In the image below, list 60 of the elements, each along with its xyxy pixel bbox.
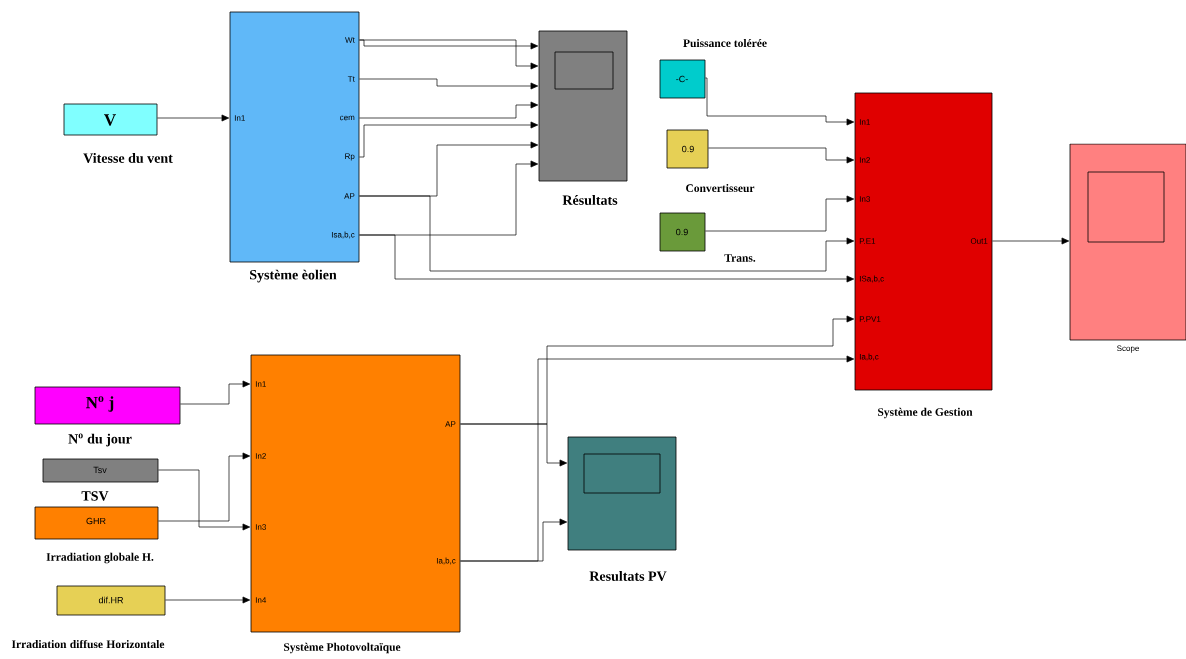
port-label: P.E1 [859,238,876,244]
signal-line [157,114,230,122]
block-caption: Irradiation globale H. [46,552,154,564]
signal-line [460,423,568,467]
port-label: In2 [255,453,266,459]
port-label: Ia,b,c [859,353,879,361]
port-label: Ia,b,c [437,557,456,565]
signal-line [359,78,539,90]
block-caption: Convertisseur [686,183,755,193]
block-value: 0.9 [676,228,688,236]
port-label: Scope [1117,345,1139,353]
block-value: -C- [676,75,688,83]
block-caption: Trans. [724,254,756,262]
signal-line [705,77,855,126]
signal-line [359,39,539,70]
port-label: P.PV1 [859,316,881,322]
signal-line [359,121,539,158]
block-caption: Vitesse du vent [83,153,173,163]
port-label: cem [340,115,355,121]
port-label: Rp [345,153,355,161]
port-label: ISa,b,c [859,275,884,283]
signal-line [158,469,251,531]
signal-line [708,147,855,164]
block-caption: Puissance tolérée [683,38,767,48]
signal-line [359,101,539,119]
port-label: In1 [255,381,266,387]
port-label: In1 [234,115,245,121]
block-caption: Résultats [562,195,618,205]
block-value: dif.HR [98,596,124,604]
block-value: Tsv [93,466,107,474]
port-label: Isa,b,c [332,231,355,239]
port-label: Wt [345,37,355,43]
port-label: In3 [859,196,870,202]
port-label: Out1 [970,238,988,244]
block-caption: N$^{o}$ du jour [68,433,132,447]
block-caption: Système èolien [250,269,337,283]
block-caption: Resultats PV [589,571,667,581]
block-caption: TSV [81,491,109,501]
block-caption: Irradiation diffuse Horizontale [11,639,165,649]
port-label: In3 [255,524,266,530]
port-label: In1 [859,119,870,125]
signal-line [992,237,1070,245]
port-label: AP [445,421,456,427]
signal-line [359,234,855,283]
block-value: GHR [86,517,106,525]
block-caption: Système de Gestion [878,407,973,419]
port-label: In2 [859,157,870,163]
signal-line [705,195,855,232]
block-value: N$^{o}$ j [86,396,114,412]
block-caption: Système Photovoltaïque [284,642,401,654]
signal-line [180,380,251,405]
port-label: AP [344,193,355,199]
signal-line [158,452,251,522]
signal-line [359,195,855,272]
signal-line [165,596,251,604]
block-value: 0.9 [682,145,694,153]
signal-line [460,518,568,562]
port-label: In4 [255,597,267,603]
block-value: V [104,114,116,126]
port-label: Tt [347,76,355,82]
